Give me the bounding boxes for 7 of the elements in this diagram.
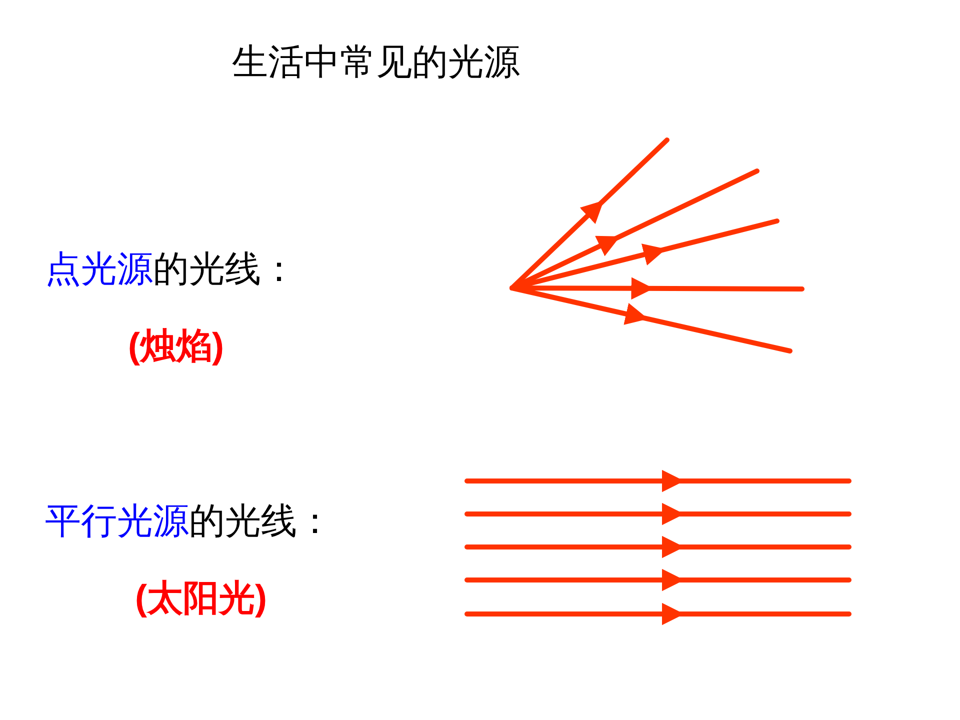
term-label: 点光源 (45, 252, 153, 288)
title: 生活中常见的光源 (232, 45, 520, 81)
term-label: 平行光源 (45, 504, 189, 540)
caption-text: 的光线： (153, 252, 297, 288)
example-label: (太阳光) (135, 580, 267, 616)
caption-text: 的光线： (189, 504, 333, 540)
example-label: (烛焰) (128, 328, 224, 364)
